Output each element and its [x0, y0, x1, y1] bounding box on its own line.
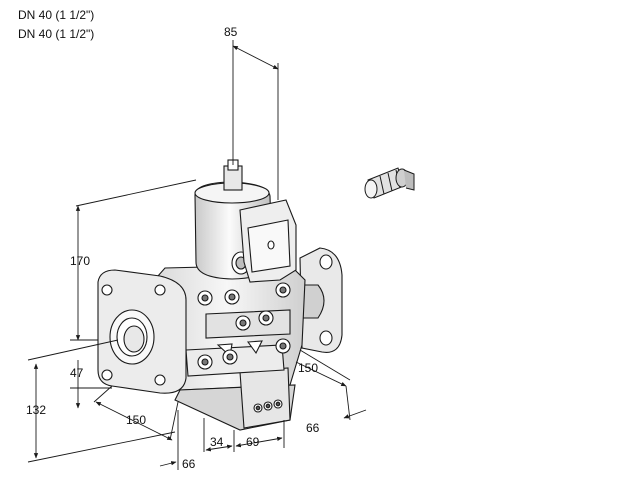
- dim-85: 85: [224, 25, 238, 39]
- dim-66-right: 66: [306, 421, 320, 435]
- dimension-lines: [27, 40, 367, 470]
- dimension-labels: 85 170 47 132 150 150 66 34 69 66: [26, 25, 320, 471]
- dim-69: 69: [246, 435, 260, 449]
- left-flange: [97, 269, 187, 394]
- dim-170: 170: [70, 254, 90, 268]
- dim-66-left: 66: [182, 457, 196, 471]
- valve-size-label-1: DN 40 (1 1/2"): [18, 8, 95, 22]
- valve-size-label-2: DN 40 (1 1/2"): [18, 27, 95, 41]
- gas-valve-drawing: [97, 159, 343, 431]
- connector-box: [239, 199, 297, 283]
- dim-150-left: 150: [126, 413, 146, 427]
- dim-132: 132: [26, 403, 46, 417]
- cable-gland: [364, 167, 415, 199]
- dim-34: 34: [210, 435, 224, 449]
- dim-150-right: 150: [298, 361, 318, 375]
- dim-47: 47: [70, 366, 84, 380]
- flange-bolts: [197, 282, 291, 370]
- right-flange: [299, 247, 343, 353]
